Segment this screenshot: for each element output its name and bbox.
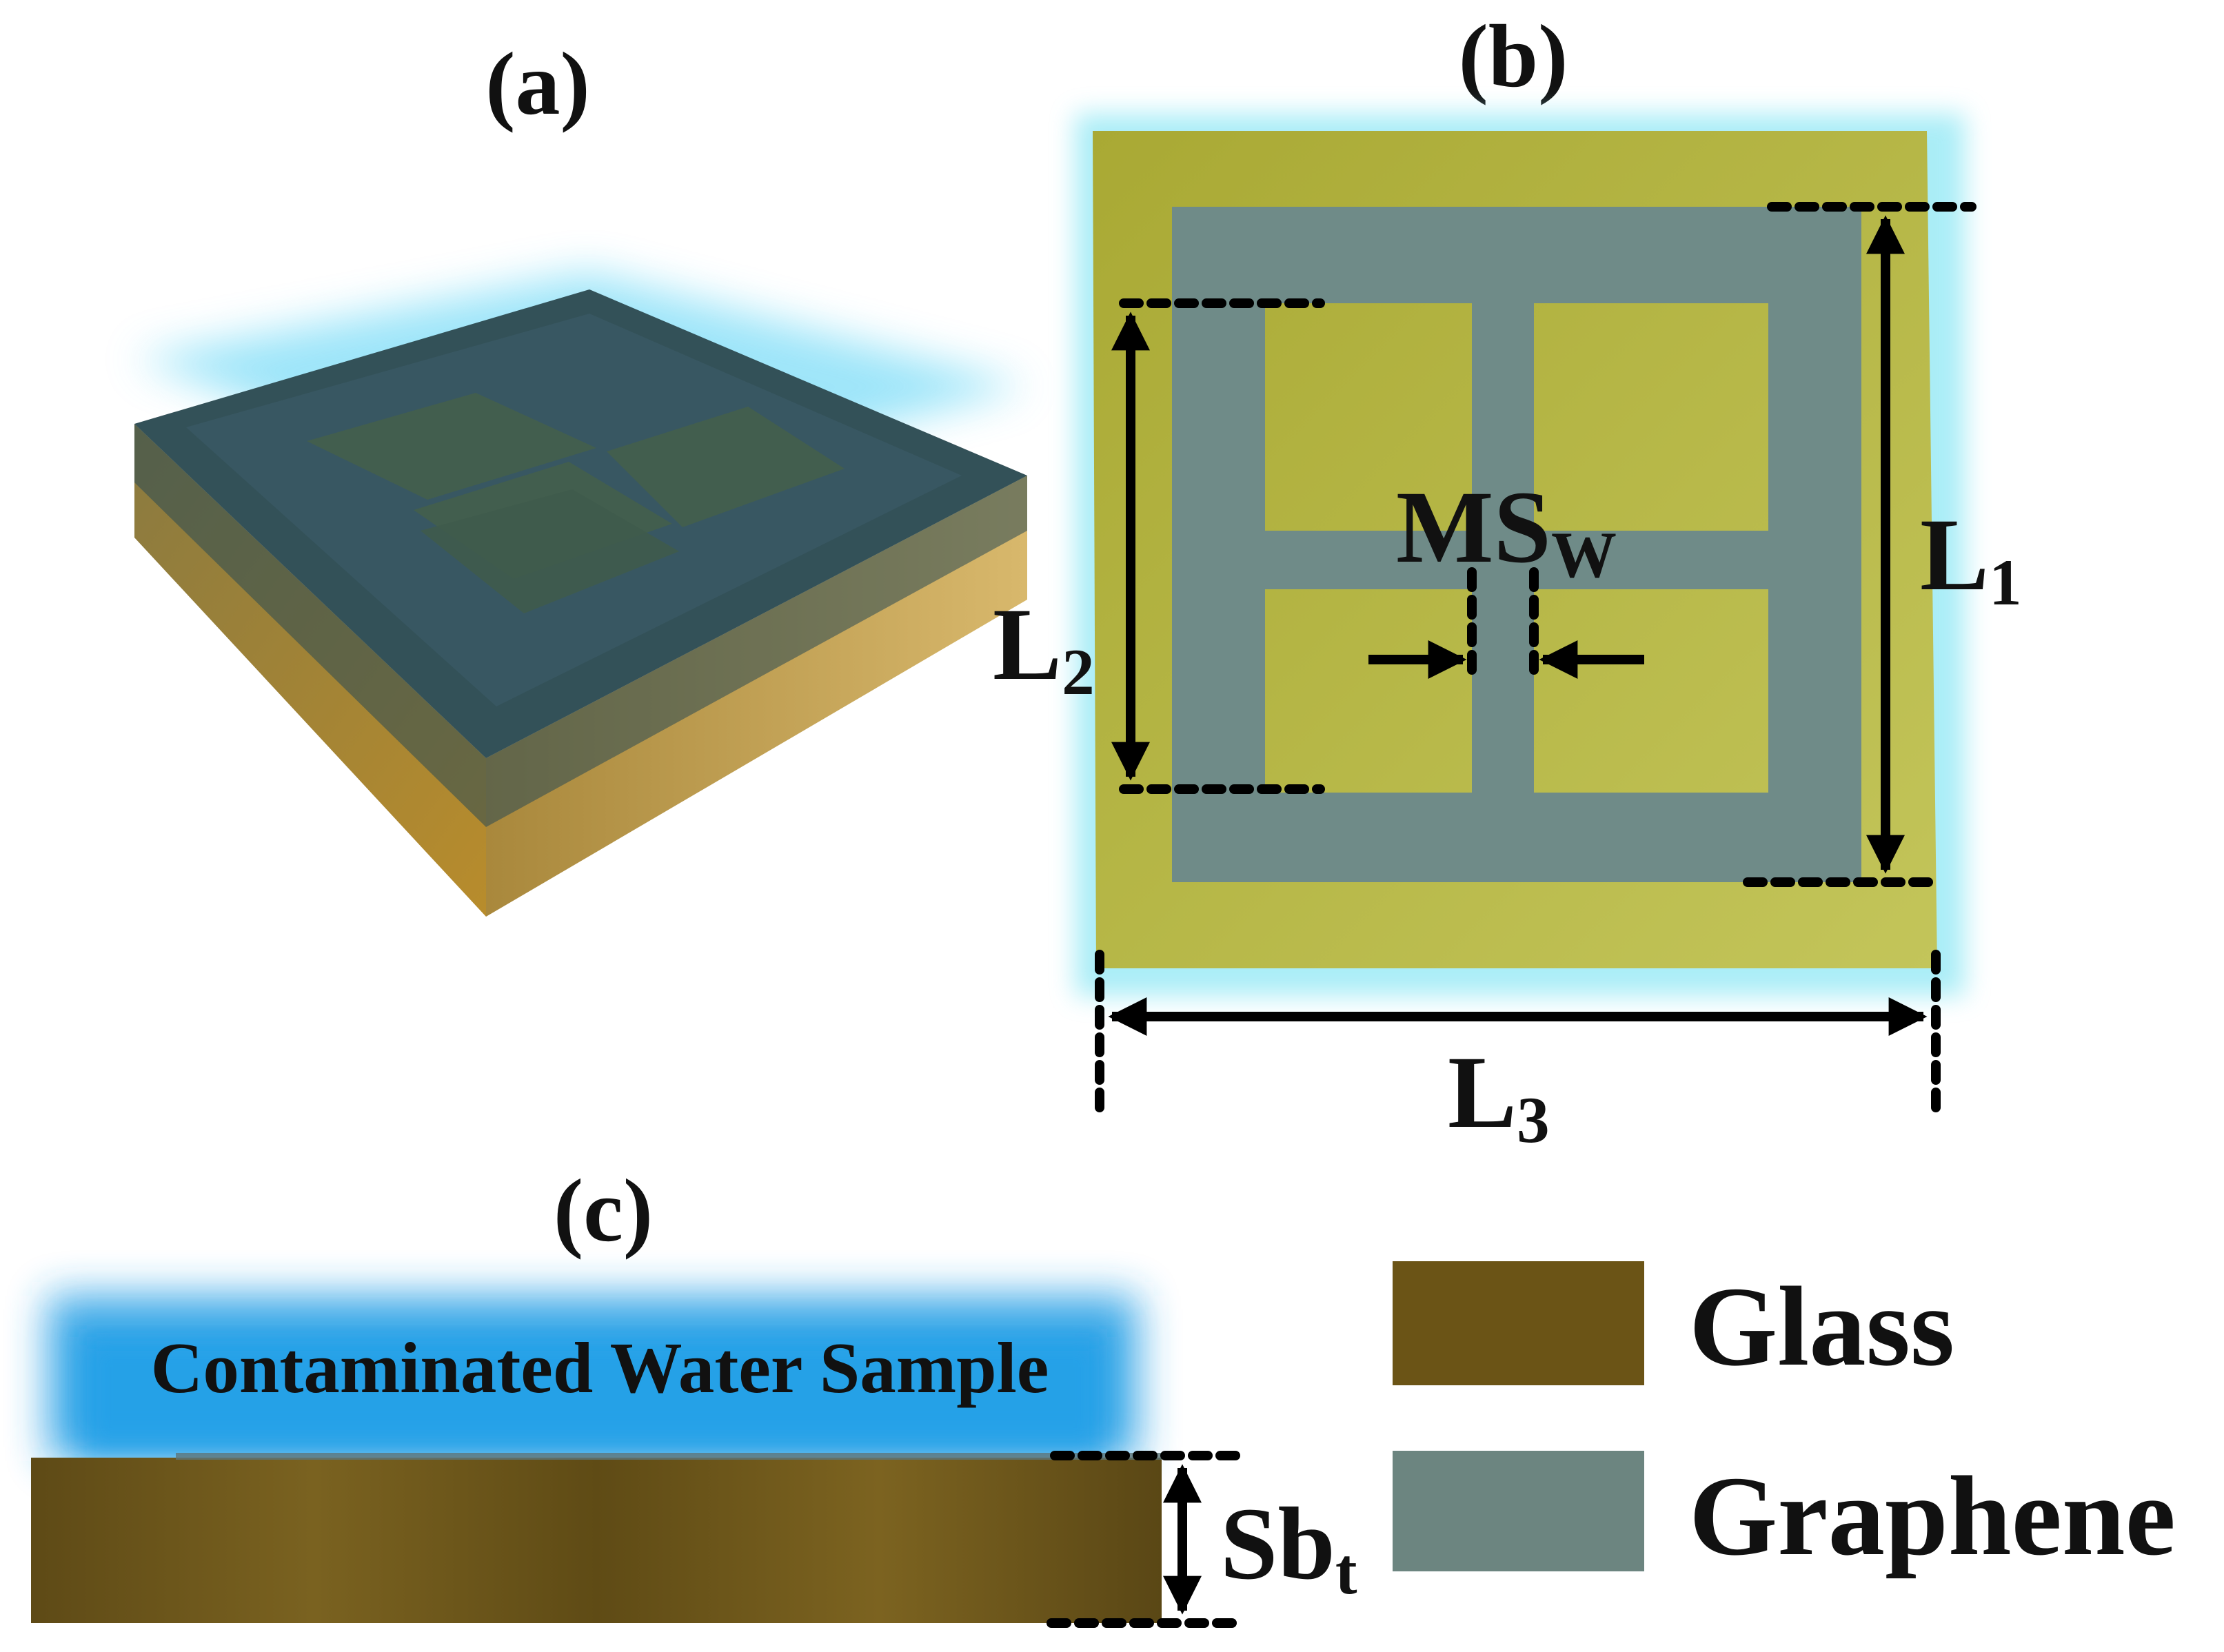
legend-label-glass: Glass xyxy=(1689,1263,1954,1389)
panel-c-label: (c) xyxy=(554,1161,653,1261)
panel-c: (c) Contaminated Water Sample Sbt xyxy=(31,1161,1357,1628)
sbt-label: Sbt xyxy=(1220,1487,1357,1608)
graphene-frame xyxy=(1172,207,1861,882)
patch-3d-right xyxy=(607,407,845,527)
patch-3d-bottom xyxy=(421,489,679,613)
l3-label: L3 xyxy=(1448,1035,1550,1156)
legend: Glass Graphene xyxy=(1393,1261,2176,1579)
graphene-thin-layer xyxy=(176,1453,1162,1460)
patch-3d-top xyxy=(307,393,596,500)
graphene-cross-horizontal xyxy=(1265,531,1768,589)
msw-label: MSW xyxy=(1396,470,1617,591)
water-layer-3d xyxy=(134,289,1027,758)
legend-label-graphene: Graphene xyxy=(1689,1453,2176,1579)
panel-a: (a) xyxy=(134,34,1027,917)
water-layer-core xyxy=(83,1337,1103,1454)
l1-label: L1 xyxy=(1920,498,2022,619)
water-sample-label: Contaminated Water Sample xyxy=(151,1327,1049,1408)
legend-swatch-glass xyxy=(1393,1261,1644,1385)
side-tint xyxy=(134,424,1027,827)
glass-substrate-side xyxy=(31,1458,1162,1623)
panel-b: (b) L1 L2 MSW xyxy=(993,7,2022,1156)
legend-swatch-graphene xyxy=(1393,1451,1644,1571)
panel-b-label: (b) xyxy=(1459,7,1568,106)
l2-label: L2 xyxy=(993,587,1095,708)
panel-a-label: (a) xyxy=(485,34,590,134)
